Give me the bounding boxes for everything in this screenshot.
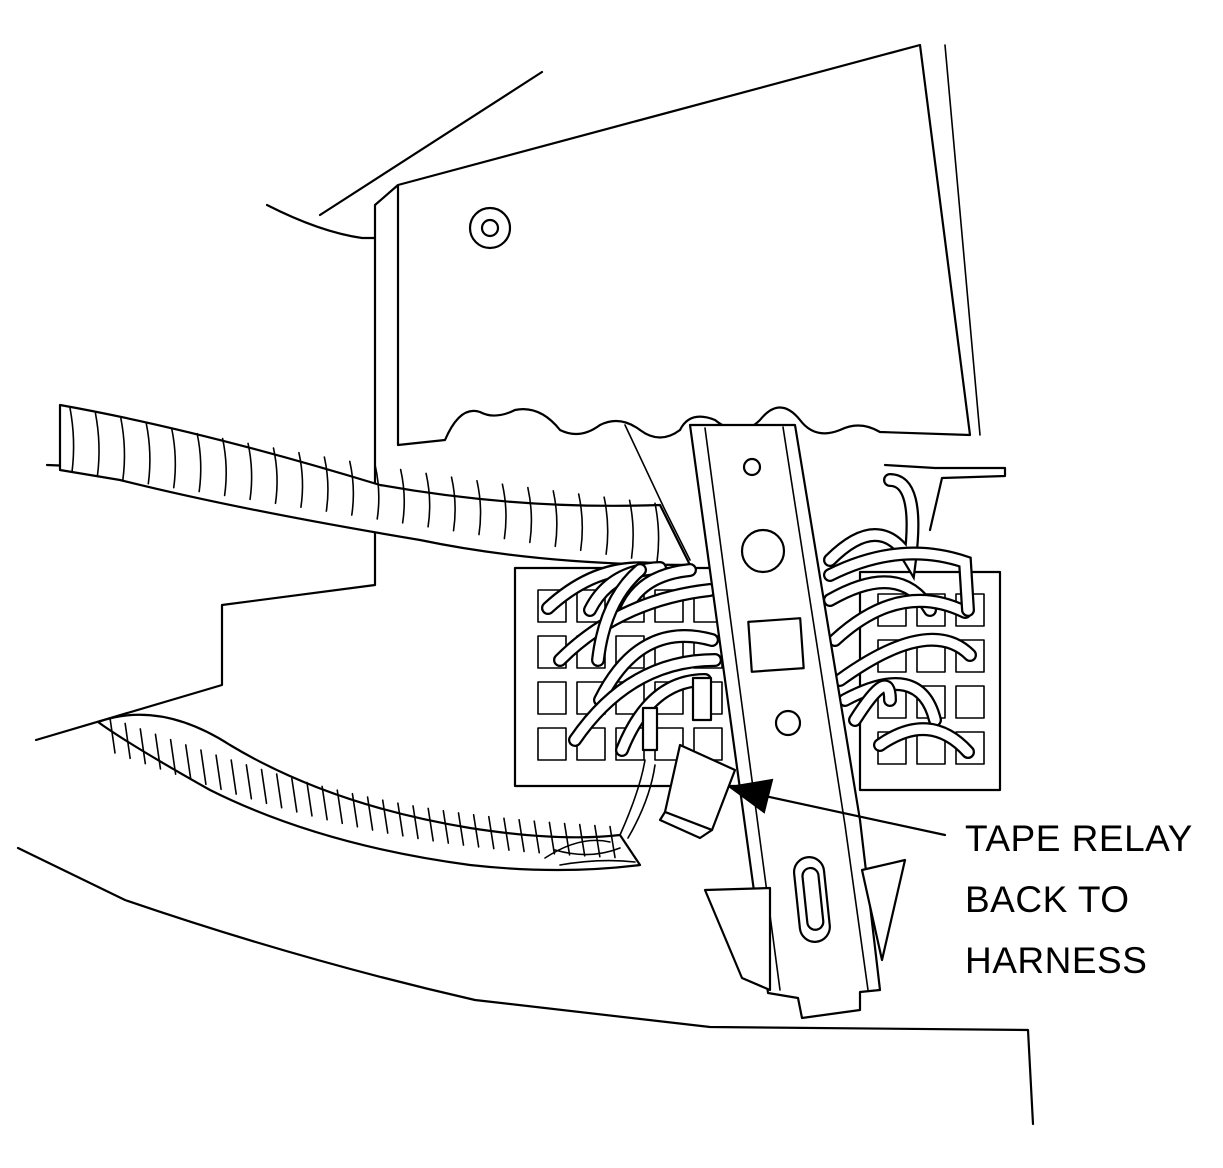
- bolt-hole-icon: [468, 206, 512, 250]
- upper-harness: [58, 403, 692, 567]
- mounting-rail: [624, 423, 907, 1020]
- callout-line-1: TAPE RELAY: [965, 818, 1193, 859]
- callout-label: TAPE RELAY BACK TO HARNESS: [965, 808, 1193, 991]
- callout-arrow: [727, 778, 947, 837]
- callout-line-2: BACK TO: [965, 879, 1130, 920]
- lower-harness: [96, 713, 642, 872]
- callout-line-3: HARNESS: [965, 940, 1148, 981]
- relay-component: [619, 676, 737, 840]
- relay-wires: [541, 473, 977, 759]
- upper-bracket-panel: [373, 43, 981, 447]
- right-bracket: [883, 463, 1007, 532]
